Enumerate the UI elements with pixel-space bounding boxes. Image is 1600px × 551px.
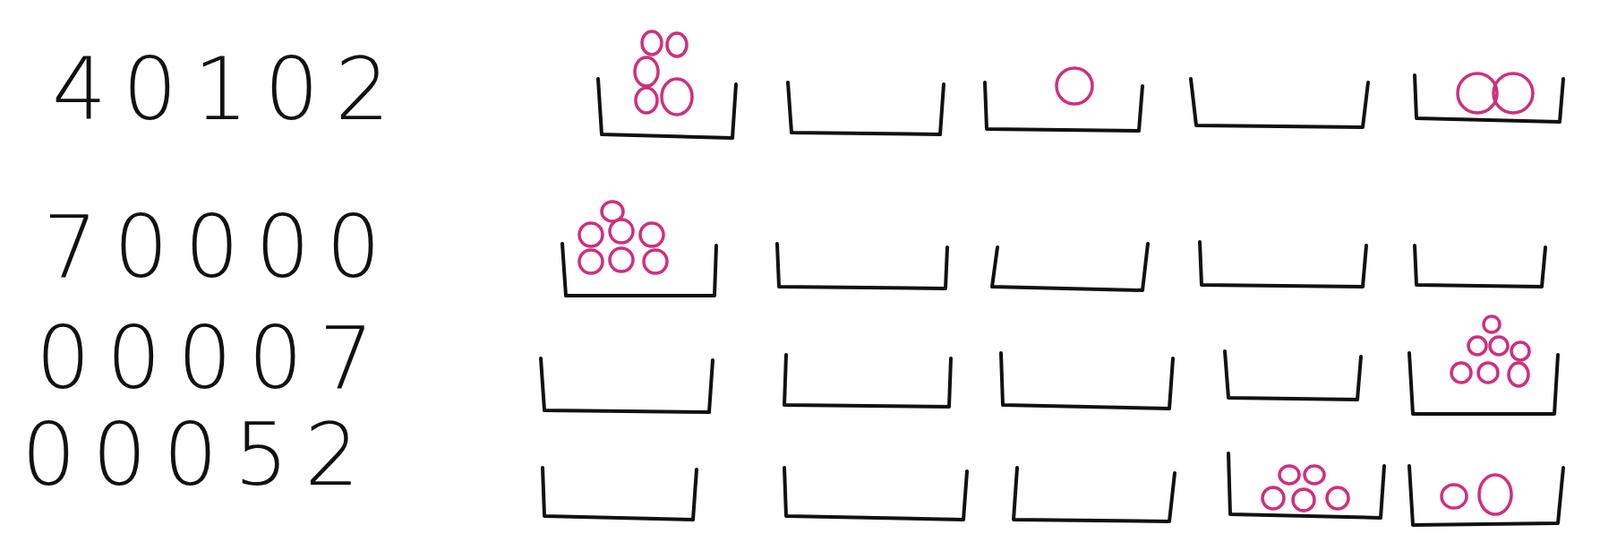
counter: [1056, 68, 1093, 104]
bucket: [1228, 453, 1385, 518]
counter: [1493, 73, 1533, 113]
bucket: [787, 82, 944, 135]
bucket: [1190, 78, 1369, 128]
counter: [1326, 487, 1349, 509]
counter: [1489, 336, 1508, 355]
bucket: [1414, 75, 1564, 122]
counter: [667, 33, 687, 57]
counter: [1508, 362, 1529, 386]
counter: [579, 222, 603, 247]
counter: [579, 249, 603, 274]
counter: [1441, 484, 1467, 508]
row-number: 00052: [21, 411, 376, 498]
bucket: [1199, 241, 1367, 287]
counter: [634, 57, 659, 86]
counter: [1457, 73, 1498, 113]
counter: [1451, 362, 1472, 383]
counter: [609, 248, 634, 272]
bucket: [1224, 350, 1361, 400]
bucket: [1409, 465, 1564, 525]
buckets: [540, 75, 1564, 525]
counter: [1511, 342, 1530, 360]
bucket: [984, 82, 1143, 131]
counter: [1468, 336, 1487, 355]
bucket: [1001, 352, 1173, 409]
bucket: [1409, 352, 1558, 414]
counter: [661, 78, 693, 115]
counter: [609, 219, 634, 243]
counter: [641, 31, 662, 55]
bucket: [542, 467, 697, 520]
bucket: [777, 243, 948, 289]
counter: [1479, 474, 1512, 514]
bucket: [598, 78, 736, 138]
row-number: 40102: [51, 46, 406, 133]
counter: [1262, 487, 1284, 509]
counter: [1483, 316, 1500, 333]
counter: [635, 87, 658, 113]
row-number: 00007: [35, 315, 390, 402]
counter: [640, 222, 664, 247]
bucket: [540, 358, 713, 412]
row-number: 70000: [42, 204, 397, 291]
counter: [1304, 465, 1325, 484]
bucket: [562, 243, 717, 296]
bucket: [784, 467, 967, 520]
counter: [1478, 362, 1498, 383]
counter: [643, 249, 668, 274]
bucket: [1414, 245, 1546, 287]
counter: [1292, 488, 1315, 511]
bucket: [784, 354, 951, 407]
counter: [1279, 465, 1300, 484]
counters: [579, 31, 1533, 514]
bucket: [992, 243, 1148, 291]
bucket: [1013, 467, 1175, 522]
